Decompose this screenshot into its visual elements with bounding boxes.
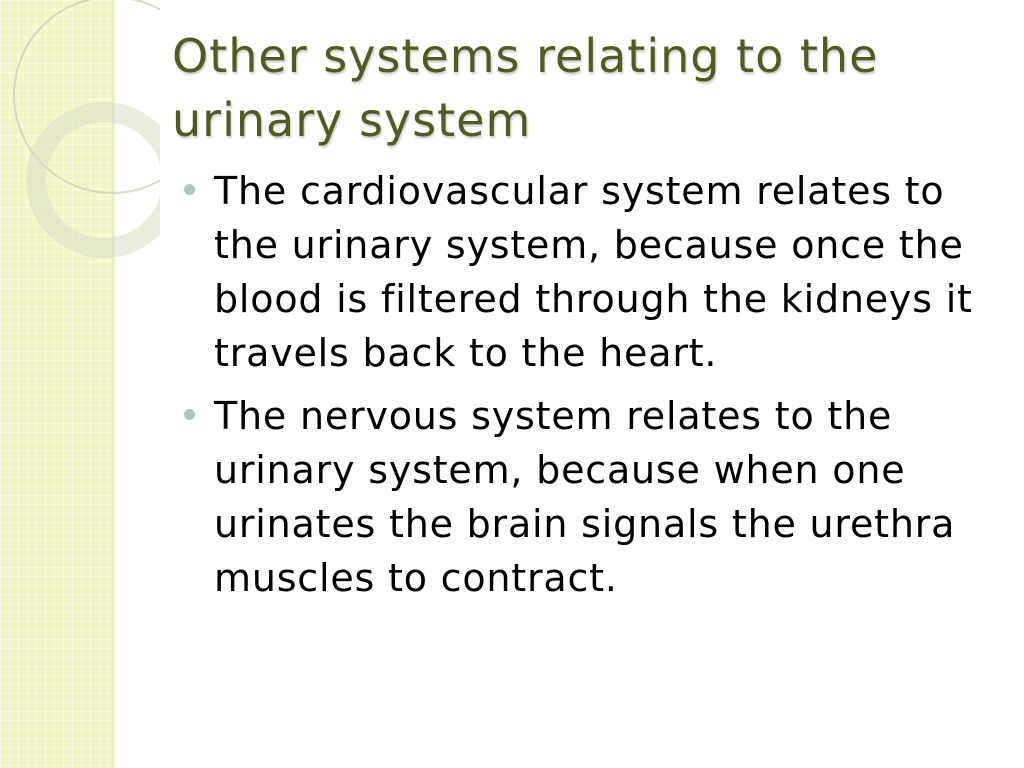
bullet-item: The cardiovascular system relates to the… xyxy=(184,164,994,380)
bullet-list: The cardiovascular system relates to the… xyxy=(184,164,994,614)
bullet-text: The cardiovascular system relates to the… xyxy=(214,169,973,375)
bullet-text: The nervous system relates to the urinar… xyxy=(214,394,956,600)
panel-divider xyxy=(112,0,115,768)
decorative-rings-icon xyxy=(13,0,160,258)
bullet-dot-icon xyxy=(184,184,195,195)
slide-title: Other systems relating to the urinary sy… xyxy=(172,29,879,147)
bullet-dot-icon xyxy=(184,409,195,420)
bullet-item: The nervous system relates to the urinar… xyxy=(184,389,994,605)
